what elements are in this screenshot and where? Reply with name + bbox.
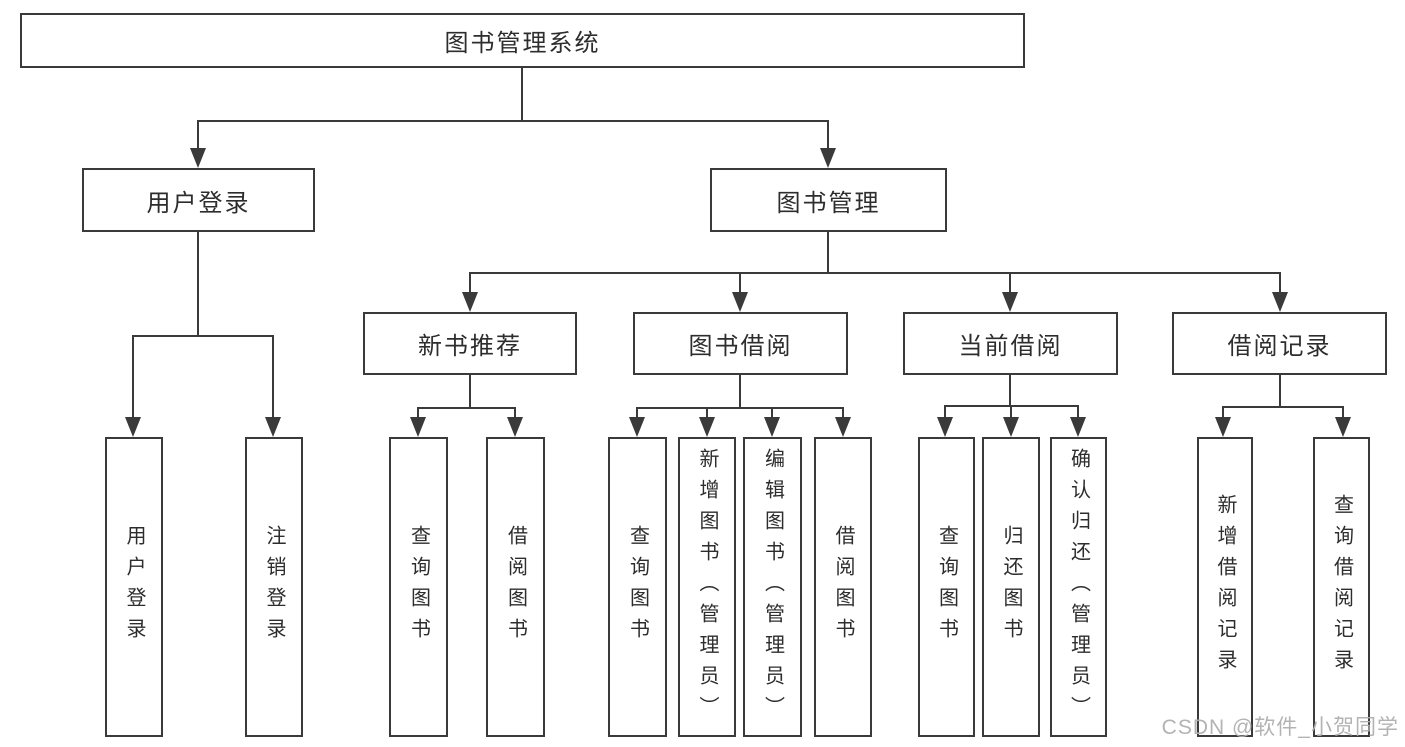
arrow-down-icon (699, 417, 715, 437)
leaf-label: 编辑图书（管理员） (761, 447, 784, 727)
connector-leaf-drop (944, 405, 946, 419)
connector-level3-drop (1009, 272, 1011, 294)
connector-split (636, 407, 844, 409)
arrow-down-icon (1070, 417, 1086, 437)
arrow-down-icon (820, 148, 836, 168)
connector-book-management-split (469, 272, 1281, 274)
leaf-label: 查询图书 (626, 525, 649, 649)
leaf-confirm-return-admin: 确认归还（管理员） (1050, 437, 1107, 737)
connector-root-stem (521, 68, 523, 122)
leaf-label: 借阅图书 (504, 525, 527, 649)
leaf-label: 借阅图书 (832, 525, 854, 649)
arrow-down-icon (1215, 417, 1231, 437)
node-label: 借阅记录 (1227, 333, 1332, 360)
csdn-watermark: CSDN @软件_小贺同学 (1161, 716, 1399, 739)
node-borrowing-records: 借阅记录 (1172, 312, 1387, 375)
node-label: 图书管理系统 (444, 30, 601, 57)
leaf-label: 查询借阅记录 (1330, 494, 1353, 680)
connector-stem (1279, 375, 1281, 408)
connector-split (417, 407, 516, 409)
leaf-return-books: 归还图书 (982, 437, 1040, 737)
arrow-down-icon (629, 417, 645, 437)
leaf-add-books-admin: 新增图书（管理员） (678, 437, 736, 737)
leaf-label: 用户登录 (123, 525, 145, 649)
connector-leaf-drop (1342, 406, 1344, 419)
arrow-down-icon (125, 417, 141, 437)
connector-user-login-split (132, 335, 274, 337)
leaf-logout: 注销登录 (245, 437, 303, 737)
arrow-down-icon (1335, 417, 1351, 437)
connector-root-split (197, 120, 829, 122)
leaf-user-login: 用户登录 (105, 437, 163, 737)
connector-leaf-drop (417, 407, 419, 419)
connector-book-management-drop (827, 120, 829, 150)
connector-book-management-stem (827, 232, 829, 274)
leaf-query-books-recommend: 查询图书 (389, 437, 448, 737)
arrow-down-icon (1002, 292, 1018, 312)
leaf-label: 注销登录 (263, 525, 285, 649)
connector-level3-drop (469, 272, 471, 294)
arrow-down-icon (1003, 417, 1019, 437)
node-book-management: 图书管理 (710, 168, 947, 232)
connector-user-login-stem (197, 232, 199, 337)
leaf-borrow-books: 借阅图书 (814, 437, 872, 737)
node-current-borrowing: 当前借阅 (903, 312, 1118, 375)
leaf-add-borrow-record: 新增借阅记录 (1197, 437, 1253, 737)
leaf-label: 新增图书（管理员） (696, 447, 718, 727)
leaf-label: 查询图书 (935, 525, 958, 649)
arrow-down-icon (1272, 292, 1288, 312)
arrow-down-icon (462, 292, 478, 312)
connector-user-login-drop (197, 120, 199, 150)
connector-leaf-drop (636, 407, 638, 419)
connector-level3-drop (739, 272, 741, 294)
connector-leaf-drop (1010, 405, 1012, 419)
node-label: 图书管理 (776, 189, 881, 217)
connector-stem (1009, 375, 1011, 407)
connector-leaf-drop (1077, 405, 1079, 419)
connector-leaf-drop (842, 407, 844, 419)
arrow-down-icon (764, 417, 780, 437)
connector-leaf-drop (1222, 406, 1224, 419)
leaf-query-borrow-record: 查询借阅记录 (1313, 437, 1370, 737)
node-label: 新书推荐 (418, 333, 522, 360)
node-label: 当前借阅 (958, 333, 1063, 360)
arrow-down-icon (190, 148, 206, 168)
leaf-label: 新增借阅记录 (1214, 494, 1236, 680)
node-label: 图书借阅 (688, 333, 793, 360)
leaf-label: 归还图书 (1000, 525, 1022, 649)
arrow-down-icon (732, 292, 748, 312)
arrow-down-icon (835, 417, 851, 437)
arrow-down-icon (410, 417, 426, 437)
arrow-down-icon (507, 417, 523, 437)
node-label: 用户登录 (146, 189, 251, 217)
connector-leaf-drop (272, 335, 274, 419)
leaf-label: 确认归还（管理员） (1067, 447, 1090, 727)
connector-leaf-drop (706, 407, 708, 419)
node-new-book-recommendation: 新书推荐 (363, 312, 577, 375)
node-library-management-system: 图书管理系统 (20, 13, 1025, 68)
node-user-login: 用户登录 (82, 168, 315, 232)
arrow-down-icon (937, 417, 953, 437)
leaf-borrow-books-recommend: 借阅图书 (486, 437, 545, 737)
arrow-down-icon (265, 417, 281, 437)
leaf-query-books-borrowing: 查询图书 (608, 437, 667, 737)
connector-leaf-drop (514, 407, 516, 419)
node-book-borrowing: 图书借阅 (633, 312, 848, 375)
connector-stem (469, 375, 471, 409)
connector-leaf-drop (771, 407, 773, 419)
leaf-query-books-current: 查询图书 (918, 437, 975, 737)
connector-split (1222, 406, 1344, 408)
connector-leaf-drop (132, 335, 134, 419)
leaf-label: 查询图书 (407, 525, 430, 649)
connector-stem (739, 375, 741, 409)
leaf-edit-books-admin: 编辑图书（管理员） (743, 437, 802, 737)
connector-level3-drop (1279, 272, 1281, 294)
